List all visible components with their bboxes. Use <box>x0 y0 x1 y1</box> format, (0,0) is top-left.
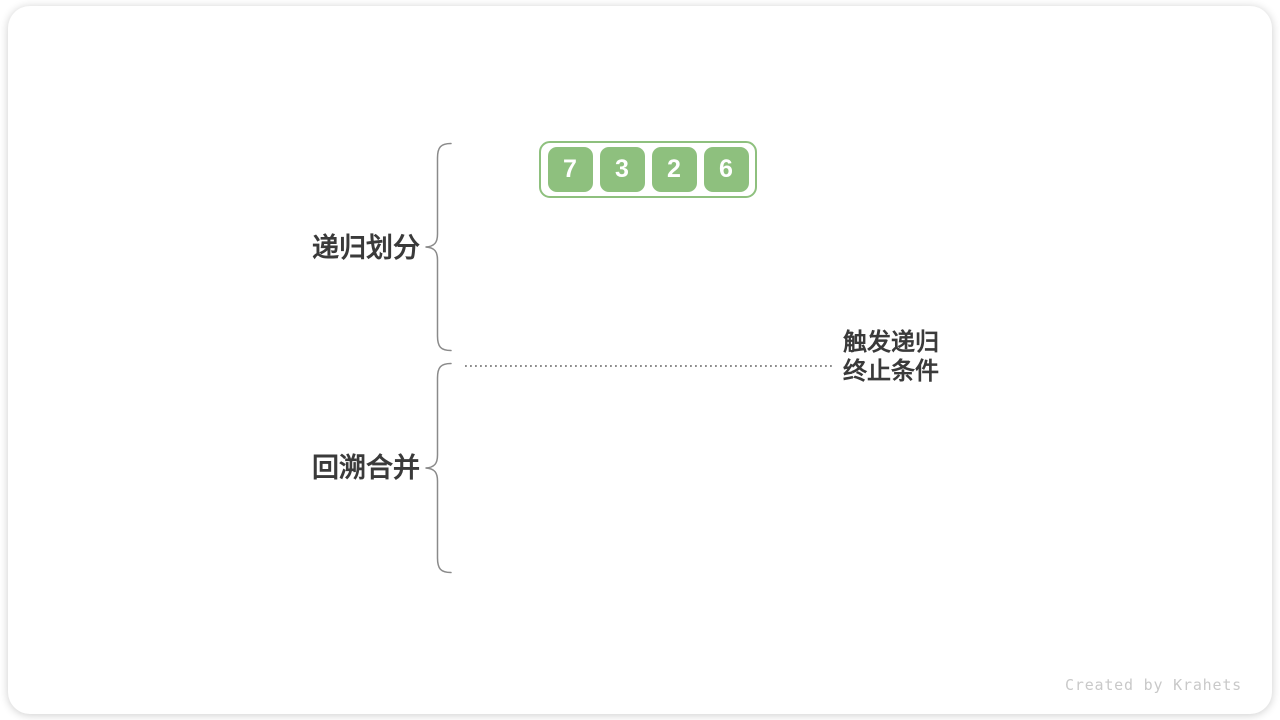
curly-brace-top-icon <box>424 142 454 352</box>
array-container: 7 3 2 6 <box>539 141 757 198</box>
canvas-card: 7 3 2 6 递归划分 回溯合并 触发递归 终止条件 Created by K… <box>8 6 1272 714</box>
label-termination-condition: 触发递归 终止条件 <box>843 328 939 386</box>
label-termination-line1: 触发递归 <box>843 329 939 356</box>
array-cell: 6 <box>703 147 749 192</box>
curly-brace-bottom-icon <box>424 362 454 574</box>
label-termination-line2: 终止条件 <box>843 358 939 385</box>
array-cell: 3 <box>599 147 645 192</box>
array-cell: 2 <box>651 147 697 192</box>
dotted-divider <box>464 355 834 367</box>
label-backtrack-merge: 回溯合并 <box>312 453 420 483</box>
array-cell: 7 <box>547 147 593 192</box>
watermark: Created by Krahets <box>1065 676 1242 694</box>
label-recursive-partition: 递归划分 <box>312 233 420 263</box>
